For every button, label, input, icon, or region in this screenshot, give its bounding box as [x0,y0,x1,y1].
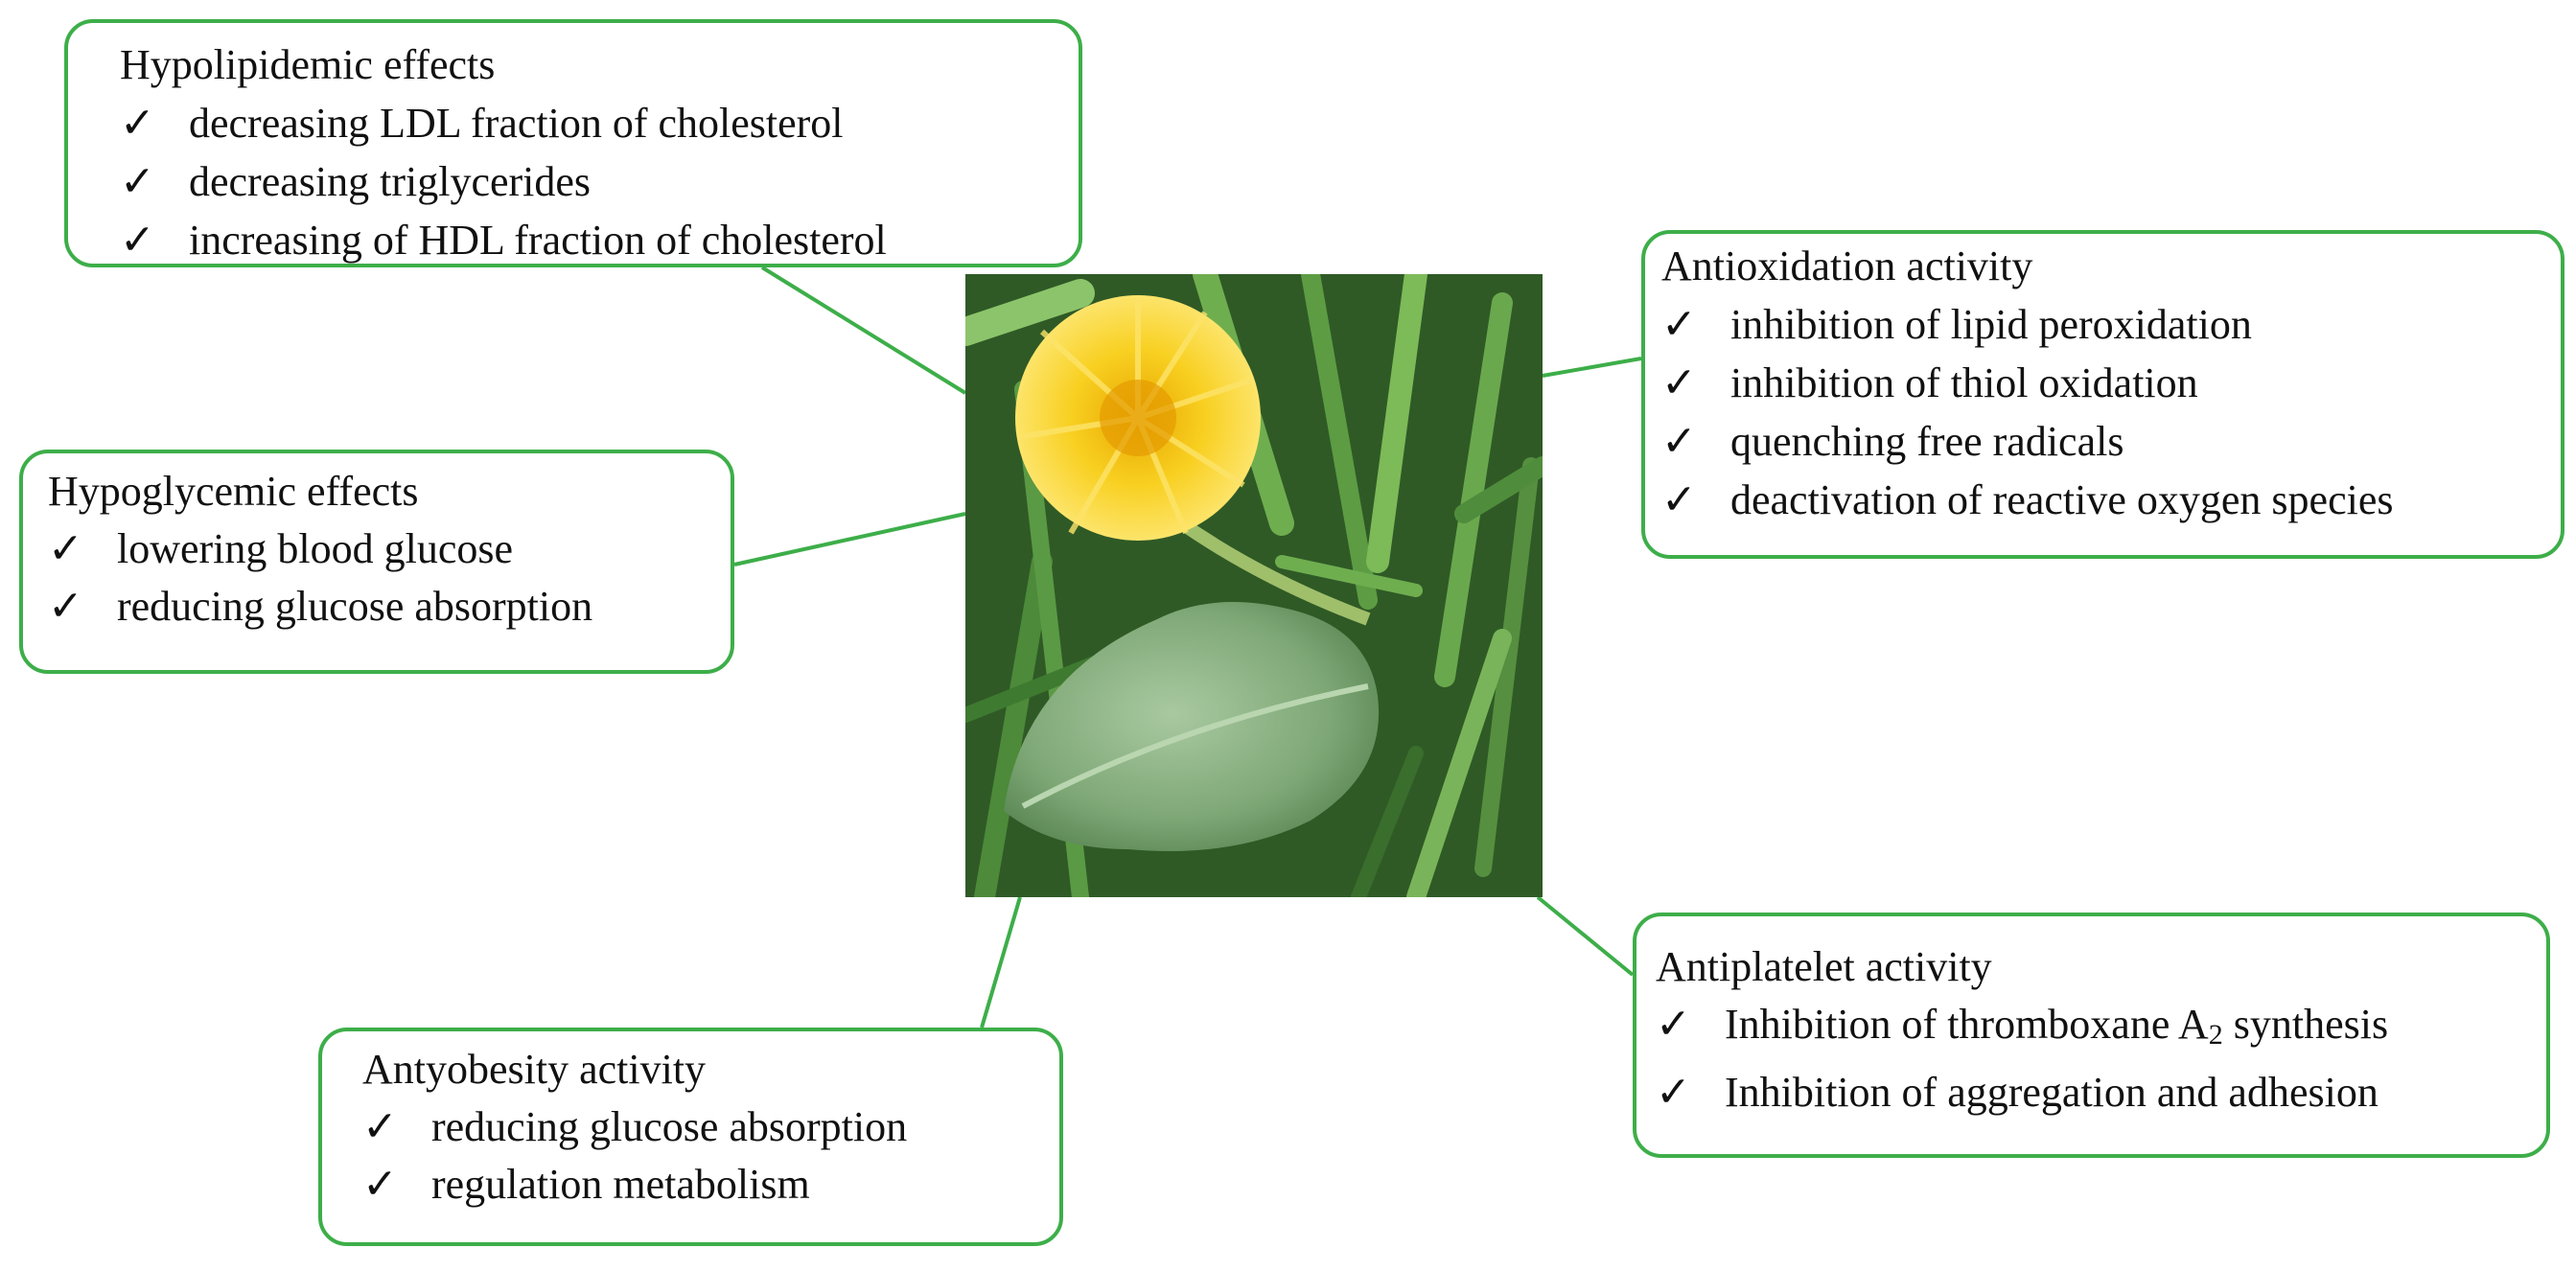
list-item: ✓ regulation metabolism [362,1156,1059,1213]
check-icon: ✓ [120,100,155,147]
check-icon: ✓ [48,525,83,572]
list-item: ✓ Inhibition of aggregation and adhesion [1656,1064,2546,1121]
list-item-text: regulation metabolism [431,1161,810,1208]
list-item-text: lowering blood glucose [117,525,514,572]
dandelion-photo [965,274,1543,897]
hypoglycemic-effects-box: Hypoglycemic effects ✓ lowering blood glu… [19,450,734,674]
check-icon: ✓ [1661,359,1697,406]
dandelion-flower [1015,295,1261,541]
check-icon: ✓ [1656,1069,1691,1116]
list-item: ✓ increasing of HDL fraction of cholester… [120,211,1079,269]
check-icon: ✓ [120,158,155,205]
check-icon: ✓ [48,583,83,630]
list-item-text: decreasing LDL fraction of cholesterol [189,100,844,147]
check-icon: ✓ [1661,301,1697,348]
effects-list: ✓ lowering blood glucose ✓ reducing glucos… [48,520,731,636]
effects-list: ✓ inhibition of lipid peroxidation ✓ inhib… [1661,295,2561,529]
check-icon: ✓ [362,1103,398,1150]
list-item: ✓ reducing glucose absorption [362,1098,1059,1156]
list-item-text: deactivation of reactive oxygen species [1730,476,2394,523]
check-icon: ✓ [1661,418,1697,465]
box-title: Antiplatelet activity [1656,943,1992,990]
list-item-text: Inhibition of thromboxane A2 synthesis [1725,1001,2389,1051]
list-item: ✓ quenching free radicals [1661,412,2561,471]
subscript: 2 [2208,1019,2223,1051]
antioxidation-activity-box: Antioxidation activity ✓ inhibition of li… [1641,230,2564,559]
list-item-text-post: synthesis [2222,1001,2389,1048]
hypolipidemic-effects-box: Hypolipidemic effects ✓ decreasing LDL fr… [64,19,1082,267]
check-icon: ✓ [362,1161,398,1208]
connector-antiplatelet [1536,895,1635,977]
list-item: ✓ deactivation of reactive oxygen species [1661,471,2561,529]
effects-list: ✓decreasing LDL fraction of cholesterol … [120,94,1079,269]
list-item: ✓ decreasing triglycerides [120,152,1079,211]
list-item-text: decreasing triglycerides [189,158,592,205]
antyobesity-activity-box: Antyobesity activity ✓ reducing glucose a… [318,1028,1063,1246]
effects-list: ✓ reducing glucose absorption ✓ regulation… [362,1098,1059,1213]
list-item-text: inhibition of thiol oxidation [1730,359,2198,406]
list-item: ✓ lowering blood glucose [48,520,731,578]
connector-hypolipidemic [760,266,967,395]
dandelion-illustration [965,274,1543,897]
list-item-text-pre: Inhibition of thromboxane A [1725,1001,2209,1048]
effects-list: ✓Inhibition of thromboxane A2 synthesis … [1656,996,2546,1121]
box-title: Antyobesity activity [362,1046,707,1093]
leaf-shape [1004,602,1380,851]
box-title: Hypoglycemic effects [48,468,419,515]
connector-antyobesity [980,896,1022,1028]
box-title: Antioxidation activity [1661,243,2033,289]
check-icon: ✓ [1661,476,1697,523]
antiplatelet-activity-box: Antiplatelet activity ✓ Inhibition of thr… [1633,913,2550,1158]
list-item-text: inhibition of lipid peroxidation [1730,301,2252,348]
list-item-text: reducing glucose absorption [117,583,593,630]
list-item-text: increasing of HDL fraction of cholestero… [189,217,887,264]
connector-antioxidation [1542,357,1642,378]
list-item-text: reducing glucose absorption [431,1103,908,1150]
list-item: ✓ decreasing LDL fraction of cholesterol [120,94,1079,152]
list-item: ✓ reducing glucose absorption [48,578,731,636]
check-icon: ✓ [1656,1001,1691,1048]
connector-hypoglycemic [733,512,966,566]
list-item: ✓ inhibition of lipid peroxidation [1661,295,2561,354]
check-icon: ✓ [120,217,155,264]
box-title: Hypolipidemic effects [120,41,496,88]
list-item: ✓ Inhibition of thromboxane A2 synthesis [1656,996,2546,1064]
list-item-text: Inhibition of aggregation and adhesion [1725,1069,2379,1116]
list-item-text: quenching free radicals [1730,418,2124,465]
list-item: ✓ inhibition of thiol oxidation [1661,354,2561,412]
